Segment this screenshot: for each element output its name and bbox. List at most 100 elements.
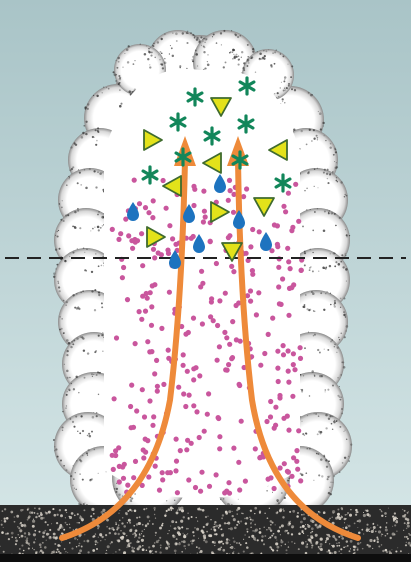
cloud-droplet <box>222 330 227 335</box>
cloud-droplet <box>166 348 171 353</box>
cloud-droplet <box>160 477 165 482</box>
cloud-droplet <box>152 255 157 260</box>
cloud-droplet <box>129 238 134 243</box>
cloud-droplet <box>208 314 213 319</box>
cloud-droplet <box>145 438 150 443</box>
cloud-droplet <box>286 380 291 385</box>
cloud-droplet <box>152 371 157 376</box>
cloud-droplet <box>126 233 131 238</box>
cloud-droplet <box>159 326 164 331</box>
cloud-droplet <box>291 282 296 287</box>
cloud-droplet <box>131 475 136 480</box>
cloud-droplet <box>272 426 277 431</box>
cloud-droplet <box>167 223 172 228</box>
cloud-droplet <box>197 435 202 440</box>
cloud-droplet <box>146 210 151 215</box>
cloud-droplet <box>209 299 214 304</box>
cloud-droplet <box>164 206 169 211</box>
cloud-droplet <box>275 349 280 354</box>
cloud-droplet <box>192 187 197 192</box>
cloud-droplet <box>201 189 206 194</box>
cloud-droplet <box>237 382 242 387</box>
cloud-droplet <box>133 459 138 464</box>
cloud-droplet <box>166 356 171 361</box>
cloud-droplet <box>200 321 205 326</box>
cloud-droplet <box>183 404 188 409</box>
cloud-droplet <box>184 447 189 452</box>
cloud-droplet <box>248 299 253 304</box>
cloud-droplet <box>234 303 239 308</box>
cloud-droplet <box>286 428 291 433</box>
cloud-droplet <box>207 484 212 489</box>
cloud-droplet <box>122 462 127 467</box>
cloud-droplet <box>294 448 299 453</box>
cloud-droplet <box>268 414 273 419</box>
cloud-droplet <box>226 235 231 240</box>
cloud-droplet <box>281 416 286 421</box>
cloud-droplet <box>268 399 273 404</box>
cloud-droplet <box>142 414 147 419</box>
cloud-droplet <box>236 460 241 465</box>
cloud-droplet <box>280 276 285 281</box>
cloud-droplet <box>140 387 145 392</box>
cloud-droplet <box>140 263 145 268</box>
cloud-droplet <box>161 178 166 183</box>
cloud-droplet <box>152 282 157 287</box>
cloud-droplet <box>173 468 178 473</box>
cloud-droplet <box>258 363 263 368</box>
cloud-droplet <box>276 284 281 289</box>
cloud-droplet <box>214 472 219 477</box>
cloud-droplet <box>217 446 222 451</box>
cloud-droplet <box>227 178 232 183</box>
cloud-droplet <box>181 363 186 368</box>
cloud-droplet <box>143 309 148 314</box>
cloud-droplet <box>298 478 303 483</box>
cloud-droplet <box>283 209 288 214</box>
cloud-droplet <box>286 313 291 318</box>
cloud-droplet <box>231 446 236 451</box>
cloud-droplet <box>277 395 282 400</box>
cloud-droplet <box>250 227 255 232</box>
cloud-droplet <box>174 459 179 464</box>
cloud-droplet <box>239 419 244 424</box>
cloud-droplet <box>121 265 126 270</box>
cloud-droplet <box>150 215 155 220</box>
cloud-droplet <box>147 398 152 403</box>
cloud-droplet <box>229 264 234 269</box>
cloud-droplet <box>281 352 286 357</box>
cloud-droplet <box>254 312 259 317</box>
cloud-droplet <box>200 281 205 286</box>
cloud-droplet <box>227 491 232 496</box>
cloud-droplet <box>199 470 204 475</box>
cloud-droplet <box>293 182 298 187</box>
cloud-droplet <box>191 316 196 321</box>
cloud-droplet <box>187 393 192 398</box>
cloud-droplet <box>189 441 194 446</box>
cloud-droplet <box>121 476 126 481</box>
cloud-droplet <box>151 198 156 203</box>
cloud-droplet <box>137 201 142 206</box>
cloud-droplet <box>201 219 206 224</box>
cloud-droplet <box>226 198 231 203</box>
cloud-droplet <box>170 236 175 241</box>
cloud-droplet <box>256 290 261 295</box>
cloud-droplet <box>189 236 194 241</box>
cloud-droplet <box>173 242 178 247</box>
cloud-droplet <box>281 343 286 348</box>
cloud-droplet <box>244 186 249 191</box>
cloud-droplet <box>111 467 116 472</box>
cloud-droplet <box>155 389 160 394</box>
cloud-droplet <box>175 490 180 495</box>
cloud-droplet <box>248 244 253 249</box>
cloud-droplet <box>157 488 162 493</box>
cloud-droplet <box>186 477 191 482</box>
cloud-droplet <box>278 465 283 470</box>
cloud-droplet <box>160 470 165 475</box>
cloud-droplet <box>191 366 196 371</box>
cloud-droplet <box>125 297 130 302</box>
cloud-droplet <box>298 356 303 361</box>
cloud-droplet <box>289 228 294 233</box>
cloud-droplet <box>273 405 278 410</box>
cloud-droplet <box>298 345 303 350</box>
cloud-droplet <box>224 335 229 340</box>
